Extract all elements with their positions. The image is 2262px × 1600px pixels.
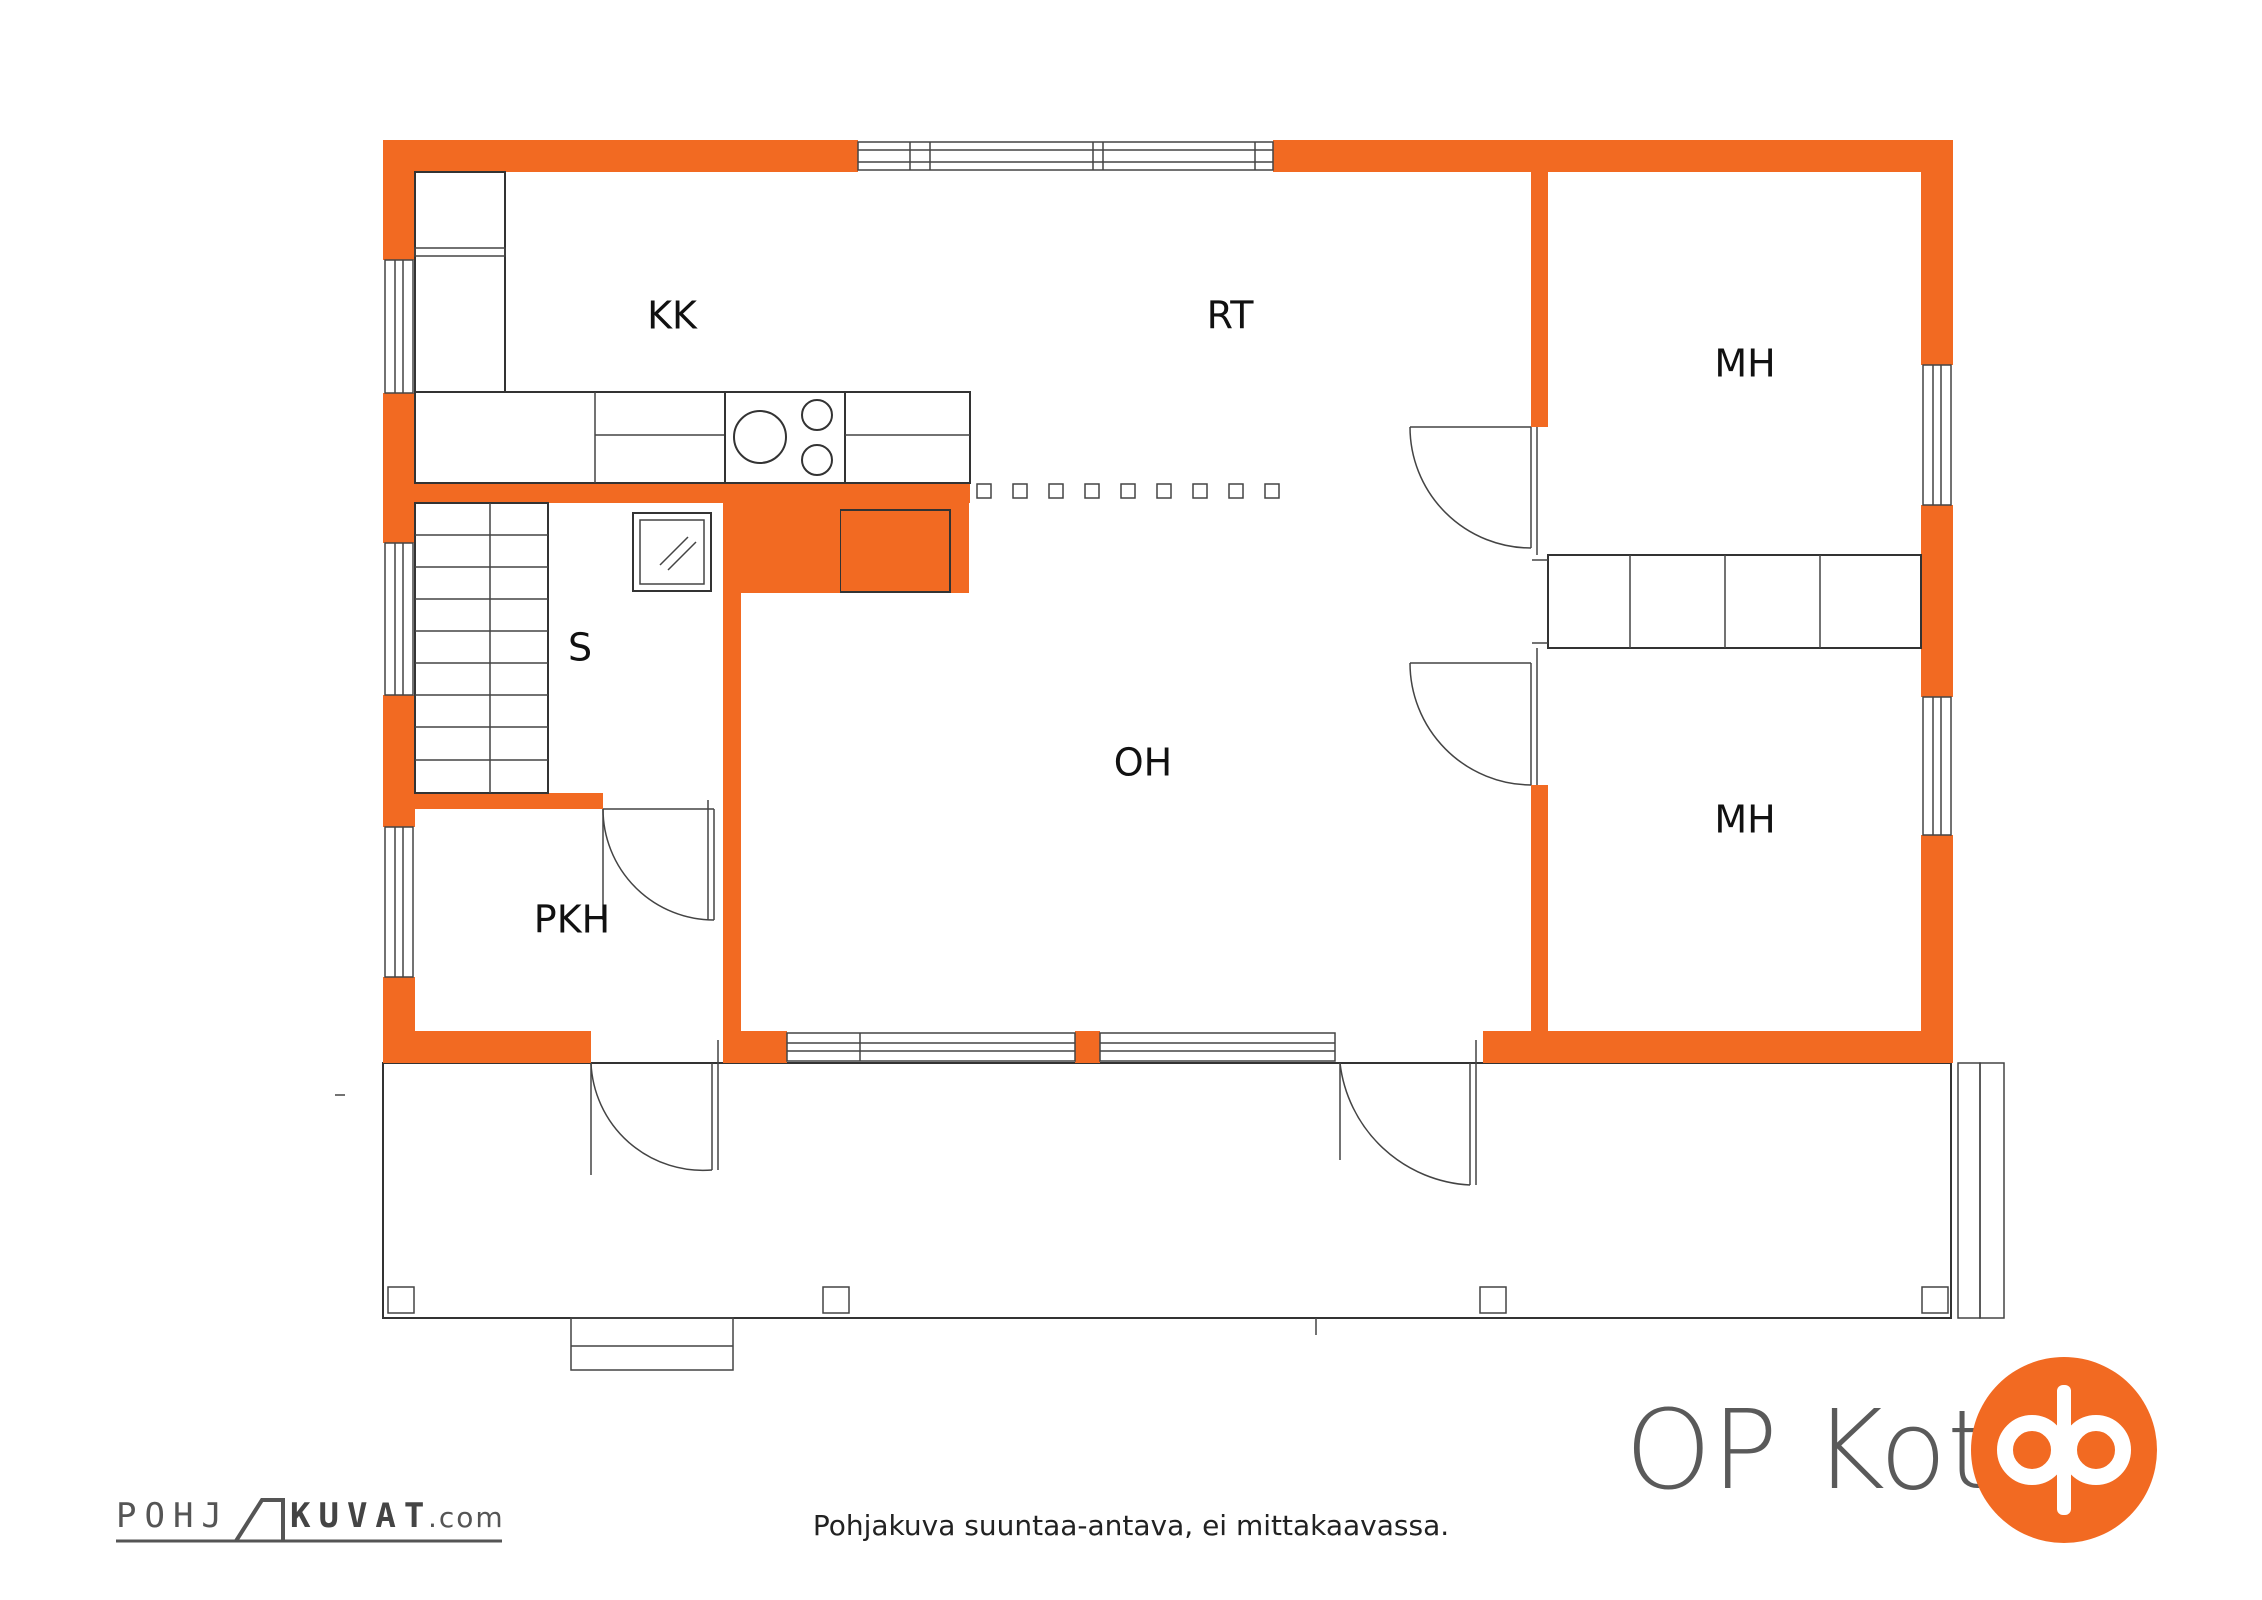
staircase	[414, 502, 549, 794]
brand-name: OP Koti	[1625, 1386, 2021, 1514]
room-label-mh-bottom: MH	[1714, 798, 1775, 842]
room-label-oh: OH	[1114, 741, 1172, 785]
terrace-steps	[570, 1317, 734, 1371]
room-label-rt: RT	[1207, 294, 1255, 338]
room-label-mh-top: MH	[1714, 342, 1775, 386]
doors	[590, 426, 1538, 1186]
brand: OP Koti	[1625, 1357, 2157, 1543]
windows	[384, 141, 1952, 1062]
credit-right-text: KUVAT	[290, 1496, 432, 1536]
room-labels: KK RT MH S OH MH PKH	[534, 294, 1776, 942]
fireplace	[741, 503, 951, 593]
credit-left-text: POHJ	[116, 1496, 230, 1536]
pohjakuvat-logo-icon: POHJ KUVAT .com	[116, 1496, 505, 1543]
dashed-boundary	[976, 483, 1280, 499]
room-label-s: S	[568, 626, 592, 670]
terrace	[335, 1062, 2005, 1371]
kitchen-fixtures	[414, 171, 971, 484]
closets	[1532, 554, 1922, 649]
room-label-kk: KK	[647, 294, 698, 338]
hatch-square	[632, 512, 712, 592]
op-logo-icon	[1971, 1357, 2157, 1543]
walls	[383, 140, 1953, 1063]
room-label-pkh: PKH	[534, 898, 610, 942]
disclaimer-text: Pohjakuva suuntaa-antava, ei mittakaavas…	[813, 1509, 1449, 1542]
credit-suffix: .com	[428, 1501, 505, 1534]
